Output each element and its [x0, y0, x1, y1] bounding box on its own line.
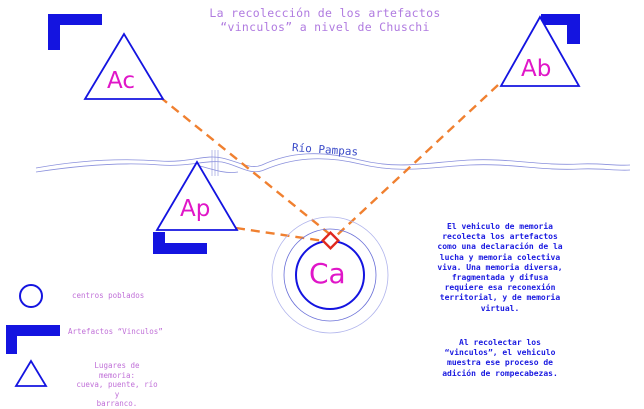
diagram-title: La recolección de los artefactos “vincul… [160, 6, 490, 34]
legend-triangle-icon [14, 359, 48, 387]
triangle-ac [83, 32, 165, 100]
legend-triangle-line: cueva, puente, río y [76, 380, 158, 399]
legend-circle-icon [19, 284, 43, 308]
connection-ab-ca [335, 84, 499, 237]
vehicle-marker [321, 231, 340, 250]
title-line-2: “vinculos” a nivel de Chuschi [220, 20, 430, 34]
desc1-line: territorial, y de memoria [439, 293, 561, 303]
triangle-ap [155, 160, 239, 231]
desc2-line: Al recolectar los [459, 338, 541, 347]
artefact-corner-ap [153, 232, 207, 254]
desc1-line: como una declaración de la [437, 242, 563, 252]
legend-corner-label: Artefactos “Vinculos” [68, 327, 163, 336]
node-label-ac: Ac [107, 68, 135, 94]
description-paragraph-1: El vehiculo de memoria recolecta los art… [420, 222, 580, 314]
desc1-line: fragmentada y difusa [451, 273, 549, 283]
connection-ac-ca [159, 96, 333, 237]
desc1-line: viva. Una memoria diversa, [437, 262, 563, 272]
desc1-line: recolecta los artefactos [442, 232, 558, 242]
triangle-ab [499, 15, 581, 87]
legend-triangle-line: Lugares de memoria: [94, 361, 140, 380]
legend-triangle-line: barranco. [96, 399, 138, 408]
node-label-ab: Ab [521, 56, 552, 82]
diagram-canvas [6, 14, 631, 387]
description-paragraph-2: Al recolectar los “vinculos”, el vehicul… [420, 338, 580, 379]
desc1-line: El vehiculo de memoria [447, 222, 553, 231]
node-label-ap: Ap [180, 196, 211, 222]
artefact-corner-top-right [541, 14, 580, 44]
connection-lines [159, 84, 499, 243]
connection-ap-ca [235, 226, 325, 243]
desc2-line: “vinculos”, el vehiculo [444, 348, 556, 358]
legend-corner-icon [6, 325, 60, 354]
desc1-line: lucha y memoria colectiva [439, 252, 561, 262]
desc1-line: virtual. [480, 303, 520, 313]
river-pampas [35, 150, 631, 176]
node-label-ca: Ca [309, 257, 346, 290]
title-line-1: La recolección de los artefactos [209, 6, 441, 20]
desc2-line: muestra ese proceso de [447, 358, 553, 368]
legend-triangle-label: Lugares de memoria: cueva, puente, río y… [75, 361, 159, 409]
desc2-line: adición de rompecabezas. [442, 368, 558, 378]
artefact-corner-top-left [48, 14, 102, 50]
desc1-line: requiere esa reconexión [444, 283, 556, 293]
legend-circle-label: centros poblados [72, 291, 145, 300]
